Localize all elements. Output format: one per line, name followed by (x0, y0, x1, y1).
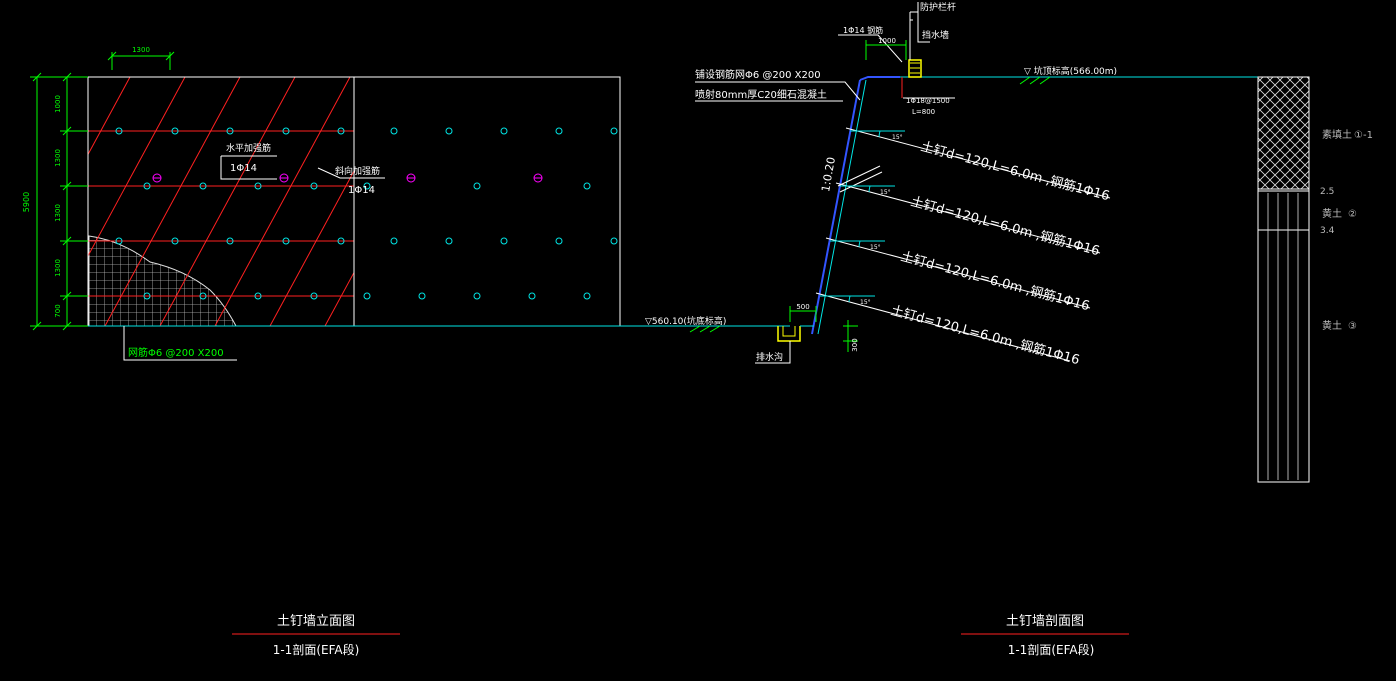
nail-label-1: 土钉d=120,L=6.0m ,钢筋1Φ16 (919, 138, 1111, 204)
slope-face-outer (811, 79, 861, 335)
ditch-depth-dim: 300 (851, 338, 859, 351)
soil-2-num: ② (1348, 209, 1357, 220)
horiz-bar-title: 水平加强筋 (226, 142, 271, 154)
slope-face-inner (817, 79, 867, 335)
top-level-label: ▽ 坑顶标高(566.00m) (1024, 65, 1117, 77)
slope-ratio: 1:0.20 (819, 156, 838, 193)
drain-wall (908, 59, 922, 78)
nail-label-4: 土钉d=120,L=6.0m ,钢筋1Φ16 (889, 302, 1081, 368)
soil-1-name: 素填土 (1322, 128, 1352, 141)
nail-angle-marks (820, 130, 905, 303)
nail-label-2: 土钉d=120,L=6.0m ,钢筋1Φ16 (909, 193, 1101, 259)
right-subtitle: 1-1剖面(EFA段) (1008, 642, 1095, 657)
nail-angle-2: 15° (880, 189, 891, 196)
ditch-width-dim: 500 (796, 303, 809, 311)
loess-hatch (1267, 193, 1299, 480)
left-subtitle: 1-1剖面(EFA段) (273, 642, 360, 657)
soil-3-name: 黄土 (1322, 319, 1342, 332)
dim-3: 1300 (54, 204, 62, 222)
mesh-hatch-area (88, 235, 237, 327)
bar-section-marks (152, 173, 543, 183)
soil-2-name: 黄土 (1322, 207, 1342, 220)
diag-bar-spec: 1Φ14 (348, 185, 375, 196)
dim-4: 1300 (54, 259, 62, 277)
top-dim-label: 1300 (132, 46, 150, 54)
depth-2: 3.4 (1320, 226, 1335, 236)
shotcrete-spec: 喷射80mm厚C20细石混凝土 (695, 88, 827, 101)
drain-wall-label: 挡水墙 (922, 29, 949, 41)
nail-angle-1: 15° (892, 134, 903, 141)
dim-5: 700 (54, 304, 62, 317)
diagonal-bars (88, 77, 354, 326)
nail-label-3: 土钉d=120,L=6.0m ,钢筋1Φ16 (899, 248, 1091, 314)
nail-heads (115, 127, 618, 300)
base-level-label: ▽560.10(坑底标高) (645, 315, 726, 327)
drain-ditch (777, 326, 801, 342)
total-height-dim: 5900 (22, 192, 31, 212)
left-title: 土钉墙立面图 (277, 614, 355, 629)
depth-1: 2.5 (1320, 187, 1334, 197)
guardrail-label: 防护栏杆 (920, 1, 956, 13)
ditch-label: 排水沟 (756, 351, 783, 363)
vertical-dimensions (30, 72, 88, 331)
dim-2: 1300 (54, 149, 62, 167)
nail-angle-3: 15° (870, 244, 881, 251)
soil-nails (815, 127, 1111, 362)
soil-3-num: ③ (1348, 321, 1357, 332)
titles: 土钉墙立面图 1-1剖面(EFA段) 土钉墙剖面图 1-1剖面(EFA段) (232, 614, 1129, 657)
right-title: 土钉墙剖面图 (1006, 614, 1084, 629)
anchor-spec: 1Φ18@1500 (906, 97, 950, 105)
rebar-top-label: 1Φ14 钢筋 (843, 25, 883, 35)
mesh-spec: 铺设钢筋网Φ6 @200 X200 (695, 68, 821, 81)
soil-1-num: ①-1 (1354, 130, 1373, 141)
anchor-length: L=800 (912, 108, 935, 116)
horizontal-bars (88, 130, 354, 297)
section-view: ▽ 坑顶标高(566.00m) 1Φ14 钢筋 防护栏杆 挡水墙 1000 铺设… (695, 1, 1373, 483)
top-dimension (107, 51, 175, 70)
diag-bar-title: 斜向加强筋 (335, 165, 380, 177)
dim-1000-label: 1000 (878, 37, 896, 45)
horiz-bar-spec: 1Φ14 (230, 163, 257, 174)
nail-angle-4: 15° (860, 299, 871, 306)
elevation-view: 5900 1000 1300 1300 1300 700 1300 水平加强筋 … (22, 46, 790, 361)
fill-soil-hatch (1257, 76, 1310, 190)
dim-1: 1000 (54, 95, 62, 113)
mesh-note: 网筋Φ6 @200 X200 (128, 346, 224, 359)
